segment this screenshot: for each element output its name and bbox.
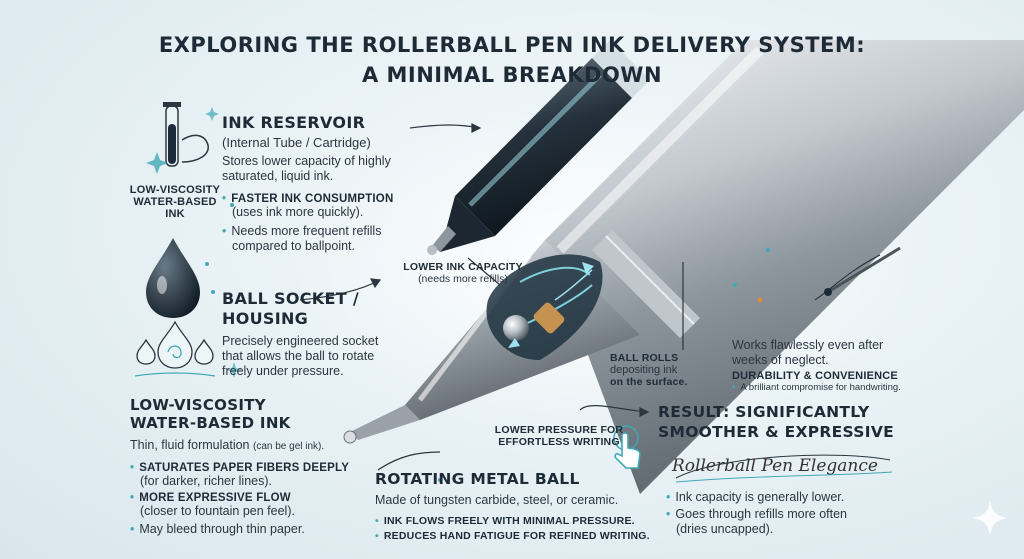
ink-bullet-1-note: (for darker, richer lines). (140, 474, 272, 488)
ink-bullet-2: MORE EXPRESSIVE FLOW (130, 492, 370, 504)
result-bullet-2-note: (dries uncapped). (676, 522, 774, 536)
ink-splash-icon (134, 320, 216, 377)
durability-heading: DURABILITY & CONVENIENCE (732, 370, 898, 382)
result-bullet-2: Goes through refills more often (666, 507, 928, 522)
ink-section: LOW-VISCOSITY WATER-BASED INK Thin, flui… (130, 396, 370, 537)
result-heading-1: RESULT: SIGNIFICANTLY (658, 403, 870, 421)
reservoir-section: INK RESERVOIR (Internal Tube / Cartridge… (222, 113, 432, 254)
stylus-icon (814, 246, 901, 301)
capacity-label-2: (needs more refills) (418, 273, 508, 285)
ink-bullet-2-note: (closer to fountain pen feel). (140, 504, 295, 518)
metal-ball-bullet-2: REDUCES HAND FATIGUE FOR REFINED WRITING… (375, 530, 675, 542)
ink-side-label-3: INK (165, 208, 185, 220)
ink-side-label: LOW-VISCOSITY WATER-BASED INK (100, 184, 250, 220)
sparkle-icon (146, 107, 770, 482)
title-line-2: A MINIMAL BREAKDOWN (361, 63, 663, 87)
durability-desc-1: Works flawlessly even after (732, 338, 884, 352)
test-tube-hand-icon (163, 102, 209, 167)
result-bullet-1: Ink capacity is generally lower. (666, 490, 928, 505)
ink-side-label-2: WATER-BASED (133, 196, 217, 208)
title-line-1: EXPLORING THE ROLLERBALL PEN INK DELIVER… (158, 33, 866, 57)
metal-ball-bullet-1: INK FLOWS FREELY WITH MINIMAL PRESSURE. (375, 515, 675, 527)
ink-heading-2: WATER-BASED INK (130, 414, 291, 432)
capacity-label: LOWER INK CAPACITY (needs more refills) (388, 261, 538, 286)
ink-bullet-3: May bleed through thin paper. (130, 522, 370, 537)
ball-rolls-1: BALL ROLLS (610, 352, 679, 364)
ball-rolls-3: on the surface. (610, 376, 688, 388)
corner-sparkle-icon (972, 500, 1008, 536)
pressure-label-2: EFFORTLESS WRITING (498, 436, 620, 448)
pressure-label-1: LOWER PRESSURE FOR (494, 424, 624, 436)
capacity-label-1: LOWER INK CAPACITY (403, 261, 523, 273)
ink-heading-1: LOW-VISCOSITY (130, 396, 266, 414)
ink-side-label-1: LOW-VISCOSITY (129, 184, 221, 196)
result-heading-2: SMOOTHER & EXPRESSIVE (658, 423, 895, 441)
leader-lines (299, 123, 684, 471)
reservoir-heading: INK RESERVOIR (222, 113, 366, 132)
durability-desc-2: weeks of neglect. (732, 353, 829, 367)
ball-rolls-2: depositing ink (610, 364, 678, 376)
socket-heading-2: HOUSING (222, 309, 309, 328)
socket-desc-3: freely under pressure. (222, 364, 344, 378)
durability-note: A brilliant compromise for handwriting. (732, 382, 942, 394)
socket-section: BALL SOCKET / HOUSING Precisely engineer… (222, 289, 422, 379)
pressure-label: LOWER PRESSURE FOR EFFORTLESS WRITING (484, 424, 634, 448)
socket-heading-1: BALL SOCKET / (222, 289, 359, 308)
metal-ball-desc: Made of tungsten carbide, steel, or cera… (375, 493, 619, 507)
result-section: RESULT: SIGNIFICANTLY SMOOTHER & EXPRESS… (658, 402, 928, 537)
reservoir-bullet-2-line-2: compared to ballpoint. (232, 239, 355, 253)
reservoir-subheading: (Internal Tube / Cartridge) (222, 135, 371, 150)
ink-desc-main: Thin, fluid formulation (130, 438, 250, 452)
pointer-hand-icon (613, 425, 641, 469)
metal-ball-heading: ROTATING METAL BALL (375, 470, 580, 488)
reservoir-desc-2: saturated, liquid ink. (222, 169, 334, 183)
cutaway-window (486, 254, 603, 360)
durability-section: Works flawlessly even after weeks of neg… (732, 338, 942, 394)
ink-cartridge (427, 40, 650, 255)
ball-rolls-label: BALL ROLLS depositing ink on the surface… (610, 352, 700, 388)
ink-desc-small: (can be gel ink). (253, 441, 325, 452)
page-title: EXPLORING THE ROLLERBALL PEN INK DELIVER… (0, 30, 1024, 90)
result-script: Rollerball Pen Elegance (672, 456, 878, 476)
reservoir-bullet-2-line-1: Needs more frequent refills (222, 224, 432, 239)
socket-desc-1: Precisely engineered socket (222, 334, 379, 348)
ink-bullet-1: SATURATES PAPER FIBERS DEEPLY (130, 462, 370, 474)
reservoir-desc-1: Stores lower capacity of highly (222, 154, 391, 168)
socket-desc-2: that allows the ball to rotate (222, 349, 375, 363)
metal-ball-section: ROTATING METAL BALL Made of tungsten car… (375, 470, 675, 542)
reservoir-bullet-1: FASTER INK CONSUMPTION (222, 193, 432, 205)
reservoir-bullet-1-note: (uses ink more quickly). (232, 205, 364, 219)
ink-drop-icon (146, 238, 200, 318)
